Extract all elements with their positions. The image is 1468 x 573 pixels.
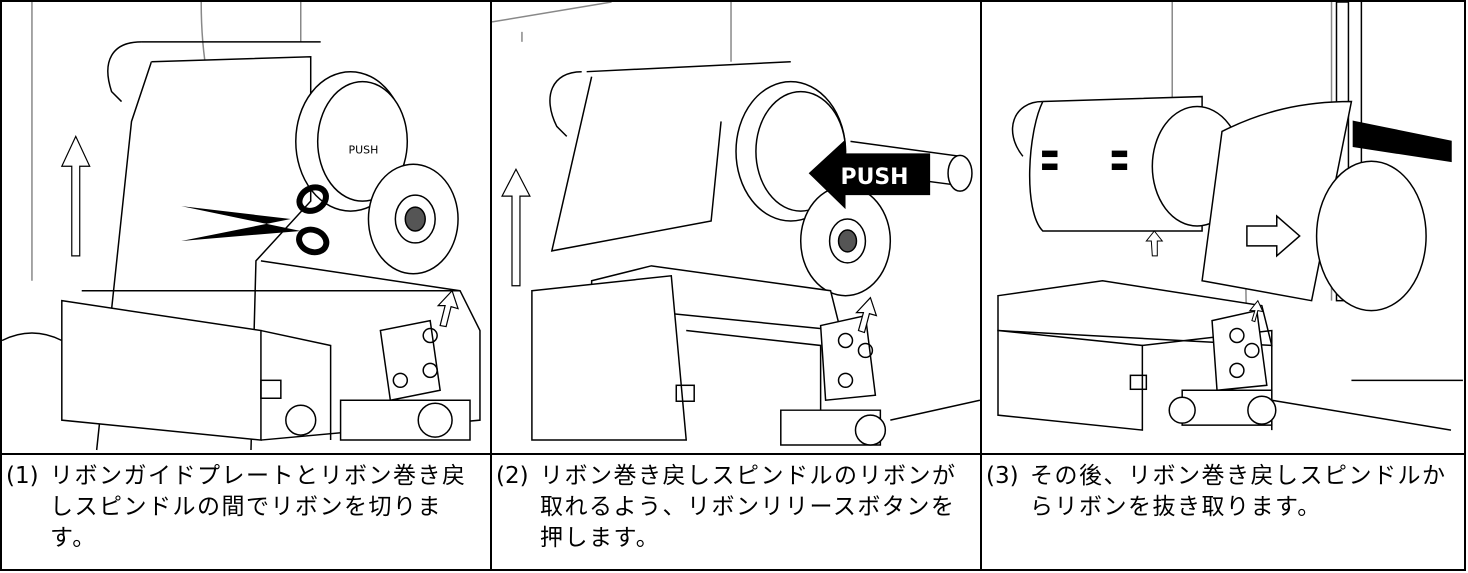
step-2-illustration: PUSH (492, 2, 982, 455)
step-2-number: (2) (496, 463, 529, 489)
push-small-label: PUSH (349, 143, 379, 156)
push-label: PUSH (841, 165, 909, 190)
push-arrow-icon (808, 139, 931, 210)
step-3-caption: (3) その後、リボン巻き戻しスピンドルからリボンを抜き取ります。 (982, 455, 1464, 569)
printer-remove-ribbon-drawing (997, 2, 1463, 431)
step-2-text: リボン巻き戻しスピンドルのリボンが取れるよう、リボンリリースボタンを押します。 (540, 463, 957, 551)
step-2-caption: (2) リボン巻き戻しスピンドルのリボンが取れるよう、リボンリリースボタンを押し… (492, 455, 982, 569)
step-1-illustration: PUSH (2, 2, 492, 455)
printer-push-button-drawing: PUSH (492, 2, 980, 446)
step-1-caption: (1) リボンガイドプレートとリボン巻き戻しスピンドルの間でリボンを切ります。 (2, 455, 492, 569)
scissors-icon (181, 184, 330, 256)
step-1-text: リボンガイドプレートとリボン巻き戻しスピンドルの間でリボンを切ります。 (50, 463, 467, 551)
step-3-illustration (982, 2, 1464, 455)
step-3-number: (3) (986, 463, 1019, 489)
step-3-text: その後、リボン巻き戻しスピンドルからリボンを抜き取ります。 (1030, 463, 1447, 520)
step-1-number: (1) (6, 463, 39, 489)
printer-cut-ribbon-drawing: PUSH (2, 2, 481, 451)
